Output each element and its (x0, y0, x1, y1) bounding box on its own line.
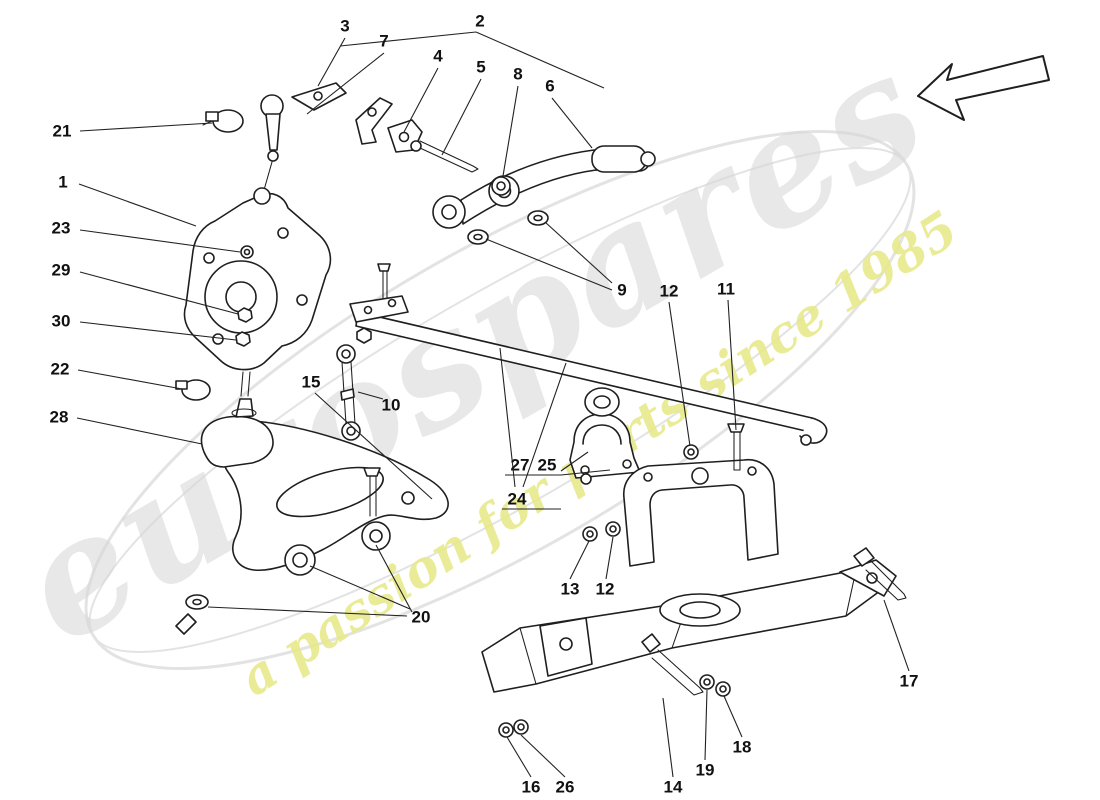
leader-line-2 (339, 31, 477, 47)
lower-ball-joint (200, 398, 274, 468)
leader-line-2 (475, 31, 605, 89)
leader-line-5 (441, 78, 482, 156)
leader-line-8 (502, 85, 519, 177)
hose-clip-22 (175, 379, 211, 401)
callout-c25: 25 (538, 455, 557, 474)
callout-c2: 2 (475, 11, 484, 30)
leader-line-3 (317, 37, 346, 87)
hub-bore (204, 260, 278, 334)
leader-line-10 (357, 391, 384, 400)
leader-line-27 (560, 451, 589, 472)
callout-c28: 28 (50, 407, 69, 426)
leader-line-28 (76, 417, 203, 445)
leader-line-15 (314, 392, 433, 500)
upper-wishbone (432, 145, 656, 245)
direction-arrow-icon (917, 55, 1050, 121)
leader-line-29 (79, 271, 239, 315)
callout-c17: 17 (900, 671, 919, 690)
callout-c15: 15 (302, 372, 321, 391)
callout-c29: 29 (52, 260, 71, 279)
callout-c22: 22 (51, 359, 70, 378)
callout-c12a: 12 (660, 281, 679, 300)
leader-line-9 (544, 221, 613, 284)
subframe-bracket (623, 459, 779, 567)
callout-c12b: 12 (596, 579, 615, 598)
leader-line-20 (375, 544, 413, 613)
leader-line-18 (723, 695, 743, 738)
leader-line-24 (499, 347, 516, 488)
leader-line-26 (520, 734, 566, 778)
leader-line-23 (79, 229, 241, 253)
leader-line-7 (306, 52, 385, 115)
callout-c16: 16 (522, 777, 541, 796)
callout-c30: 30 (52, 311, 71, 330)
anti-roll-bar-bushing-clamp (569, 387, 641, 485)
leader-line-17 (883, 599, 910, 672)
callout-c27: 27 (511, 455, 530, 474)
leader-line-9 (485, 238, 613, 291)
leader-line-16 (506, 736, 532, 778)
callout-c13: 13 (561, 579, 580, 598)
leader-line-25 (560, 469, 611, 476)
lower-wishbone (221, 419, 449, 576)
leader-line-12 (668, 301, 691, 447)
callout-c23: 23 (52, 218, 71, 237)
leader-line-24 (522, 362, 567, 488)
bolt-5 (410, 140, 479, 173)
leader-line-22 (77, 369, 183, 390)
steering-knuckle (183, 187, 332, 397)
leader-line-21 (79, 122, 213, 132)
leader-line-19 (704, 689, 708, 761)
callout-c14: 14 (664, 777, 683, 796)
callout-c21: 21 (53, 121, 72, 140)
leader-line-11 (727, 299, 737, 431)
callout-c10: 10 (382, 395, 401, 414)
leader-line-12 (605, 536, 614, 580)
watermark-swoosh-icon (88, 147, 912, 653)
callout-c3: 3 (340, 16, 349, 35)
leader-line-6 (551, 97, 593, 149)
callout-c20: 20 (412, 607, 431, 626)
callout-c24: 24 (508, 489, 527, 508)
callout-c9: 9 (617, 280, 626, 299)
callout-c18: 18 (733, 737, 752, 756)
leader-line-14 (662, 697, 674, 778)
cone-washer (175, 594, 209, 635)
leader-line-20 (207, 606, 408, 617)
callout-c1: 1 (58, 172, 67, 191)
callout-c5: 5 (476, 57, 485, 76)
hose-clip-21 (202, 109, 244, 133)
upper-bracket-parts (291, 82, 423, 153)
leader-line-30 (79, 321, 237, 341)
callout-c26: 26 (556, 777, 575, 796)
subframe (481, 559, 897, 693)
leader-line-20 (309, 565, 411, 610)
callout-c11: 11 (717, 279, 735, 298)
callout-c6: 6 (545, 76, 554, 95)
anti-roll-bar (349, 263, 828, 446)
callout-c8: 8 (513, 64, 522, 83)
callout-c7: 7 (379, 31, 388, 50)
upper-ball-joint (260, 94, 284, 191)
callout-c4: 4 (433, 46, 443, 65)
fasteners (498, 423, 907, 738)
leader-line-4 (403, 67, 439, 133)
leader-line-13 (569, 540, 590, 580)
callout-c19: 19 (696, 760, 715, 779)
leader-line-1 (78, 183, 197, 227)
